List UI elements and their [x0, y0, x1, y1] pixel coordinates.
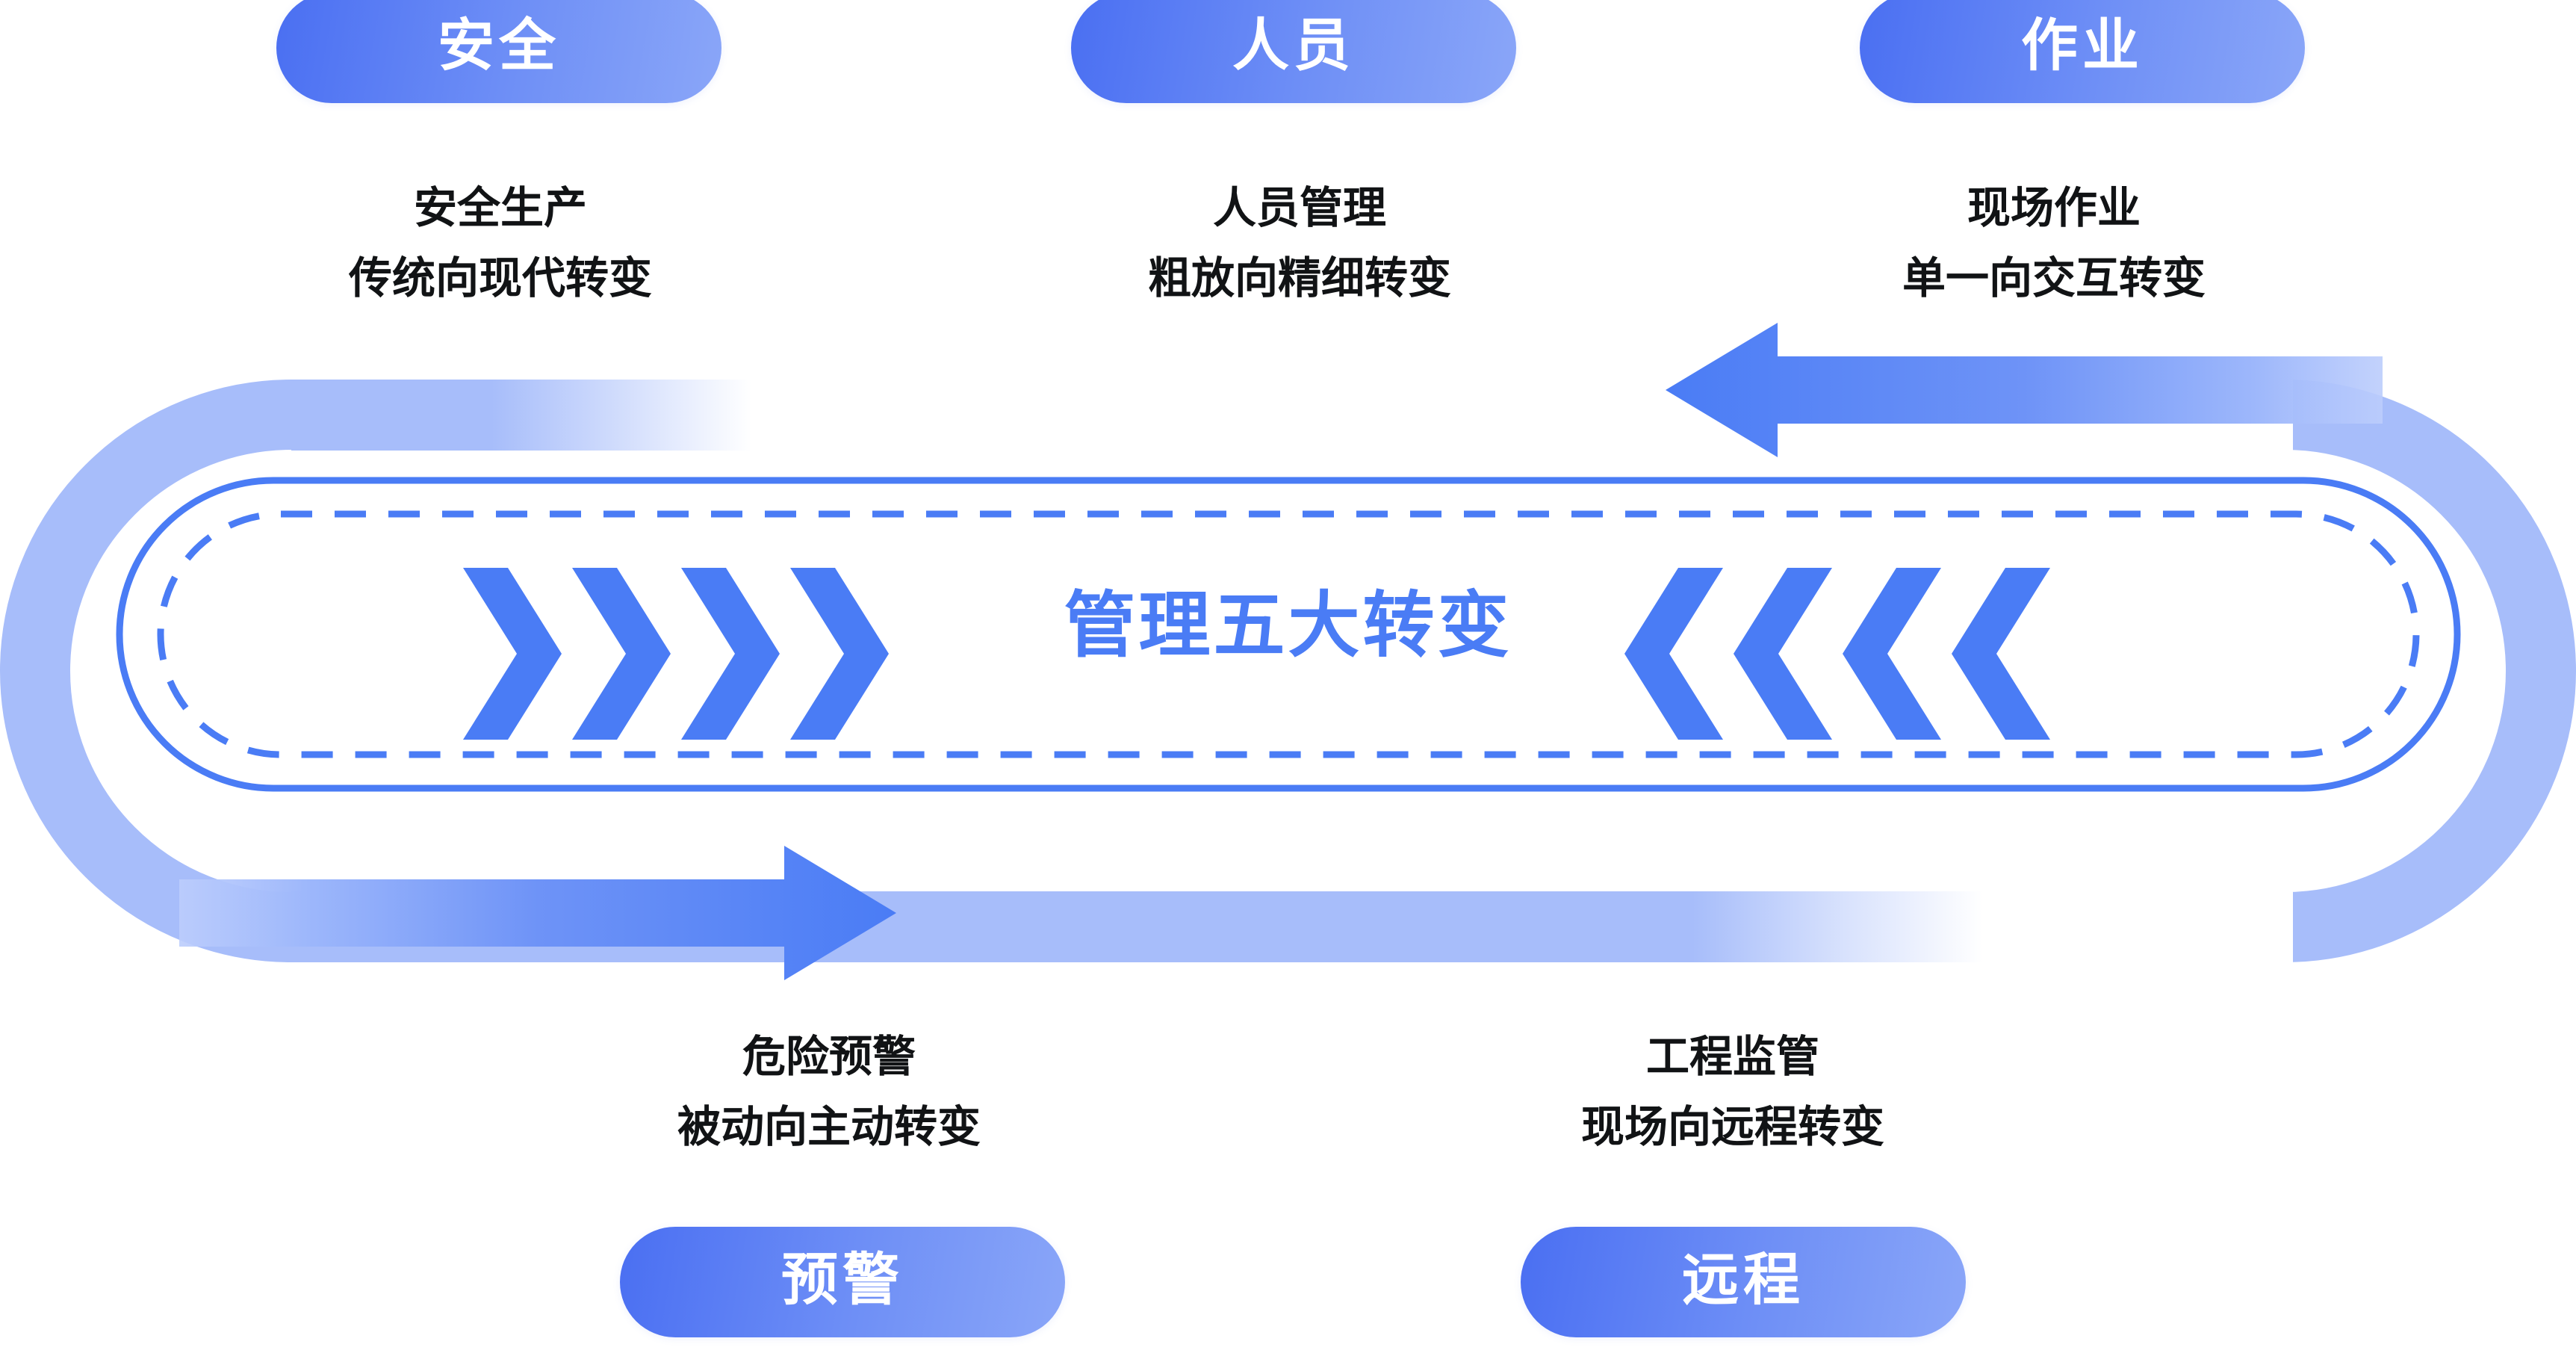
- caption-people: 人员管理 粗放向精细转变: [1023, 173, 1576, 314]
- pill-safety[interactable]: 安全: [276, 0, 721, 103]
- center-title: 管理五大转变: [1064, 586, 1512, 666]
- chevron-right-icon: [681, 568, 780, 740]
- flow-arrow-left-icon: [1666, 323, 2383, 457]
- caption-safety-subtitle: 传统向现代转变: [348, 253, 652, 303]
- chevron-right-icon: [790, 568, 889, 740]
- caption-warning-title: 危险预警: [742, 1033, 916, 1081]
- chevron-right-icon: [463, 568, 562, 740]
- pill-work[interactable]: 作业: [1860, 0, 2305, 103]
- caption-people-subtitle: 粗放向精细转变: [1147, 253, 1451, 303]
- caption-work: 现场作业 单一向交互转变: [1778, 173, 2330, 314]
- caption-people-title: 人员管理: [1212, 184, 1386, 232]
- caption-safety: 安全生产 传统向现代转变: [224, 173, 777, 314]
- chevron-left-icon: [1952, 568, 2050, 740]
- caption-safety-title: 安全生产: [413, 184, 587, 232]
- cycle-inner-capsules: [0, 380, 2576, 962]
- solid-capsule-outline: [116, 477, 2461, 792]
- caption-remote: 工程监管 现场向远程转变: [1456, 1022, 2009, 1163]
- flow-arrow-right-icon: [179, 846, 896, 980]
- caption-remote-title: 工程监管: [1645, 1033, 1819, 1081]
- chevron-right-icon: [572, 568, 671, 740]
- caption-warning: 危险预警 被动向主动转变: [553, 1022, 1105, 1163]
- caption-work-title: 现场作业: [1967, 184, 2141, 232]
- chevron-left-icon: [1624, 568, 1723, 740]
- chevron-left-icon: [1734, 568, 1832, 740]
- caption-work-subtitle: 单一向交互转变: [1902, 253, 2206, 303]
- dashed-capsule-outline: [157, 510, 2420, 758]
- caption-remote-subtitle: 现场向远程转变: [1580, 1102, 1884, 1151]
- chevron-group-left: [1624, 568, 2050, 740]
- pill-safety-label: 安全: [438, 14, 560, 78]
- pill-people-label: 人员: [1232, 14, 1355, 78]
- cycle-track-ring: [0, 380, 2576, 962]
- caption-warning-subtitle: 被动向主动转变: [677, 1102, 981, 1151]
- pill-remote[interactable]: 远程: [1521, 1227, 1966, 1337]
- pill-warning[interactable]: 预警: [620, 1227, 1065, 1337]
- pill-warning-label: 预警: [781, 1248, 904, 1312]
- pill-work-label: 作业: [2021, 14, 2144, 78]
- pill-people[interactable]: 人员: [1071, 0, 1516, 103]
- pill-remote-label: 远程: [1682, 1248, 1804, 1312]
- chevron-group-right: [463, 568, 889, 740]
- chevron-left-icon: [1843, 568, 1941, 740]
